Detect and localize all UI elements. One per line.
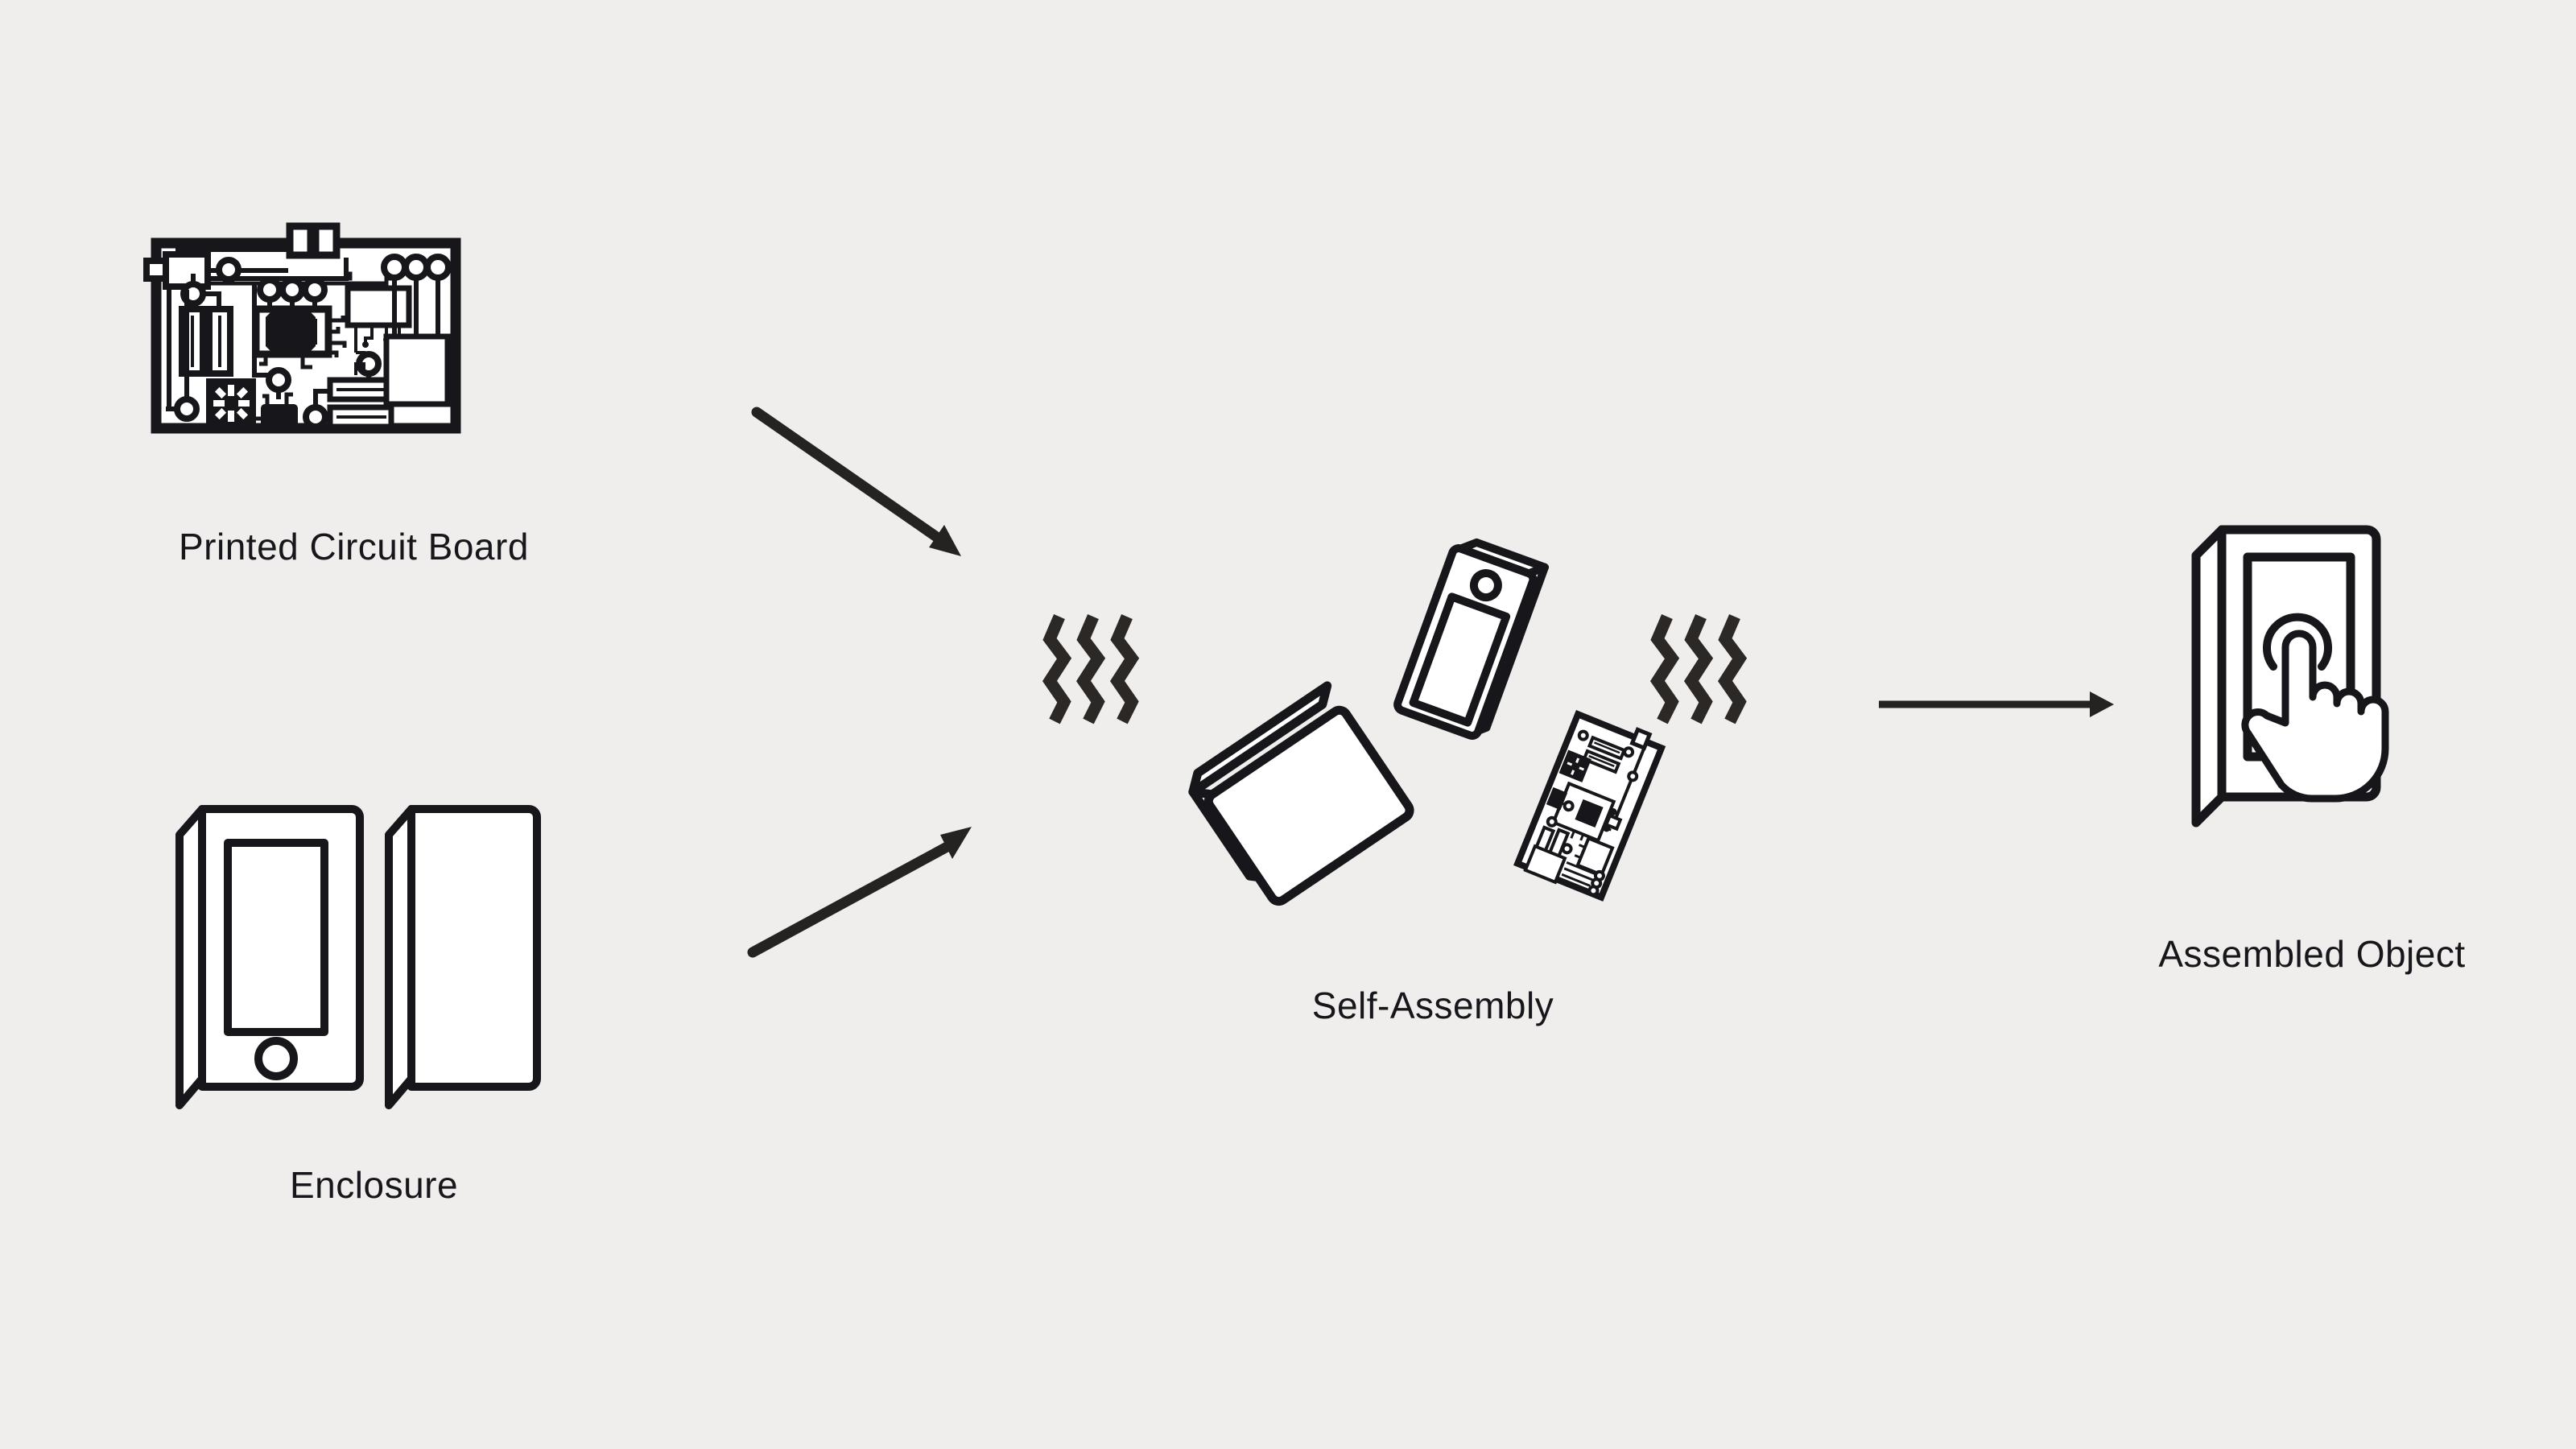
caption-self-assembly: Self-Assembly — [1311, 985, 1554, 1026]
connector-assembly-to-assembled — [1876, 680, 2125, 729]
touch-ripple-icon — [2263, 613, 2332, 671]
printed-circuit-board-icon — [143, 222, 461, 434]
connector-enclosure-to-assembly — [745, 809, 1002, 962]
caption-printed-circuit-board: Printed Circuit Board — [179, 526, 529, 568]
arrow-right-icon — [1879, 691, 2114, 717]
floating-part-back-shell[interactable] — [1175, 680, 1414, 906]
vibration-lines-left — [1042, 612, 1151, 724]
caption-enclosure: Enclosure — [290, 1164, 459, 1206]
connector-pcb-to-assembly — [749, 394, 1006, 588]
arrow-down-right-icon — [751, 407, 961, 556]
vibration-zigzag-icon — [1042, 614, 1140, 724]
hand-tap-icon — [2241, 630, 2389, 803]
caption-assembled-object: Assembled Object — [2158, 933, 2466, 975]
stage-assembled-object[interactable] — [2190, 507, 2447, 861]
vibration-lines-right — [1649, 612, 1759, 724]
assembled-device-icon — [2191, 525, 2389, 828]
front-shell-icon — [1393, 538, 1549, 740]
floating-part-front-shell[interactable] — [1373, 523, 1574, 765]
enclosure-halves-icon — [175, 805, 541, 1109]
floating-part-circuit-board[interactable] — [1513, 710, 1666, 902]
mini-circuit-board-icon — [1513, 710, 1666, 902]
arrow-up-right-icon — [747, 827, 972, 958]
stage-enclosure[interactable] — [173, 777, 592, 1123]
stage-printed-circuit-board[interactable] — [143, 222, 467, 467]
vibration-zigzag-icon — [1649, 614, 1748, 724]
back-shell-icon — [1188, 681, 1414, 906]
